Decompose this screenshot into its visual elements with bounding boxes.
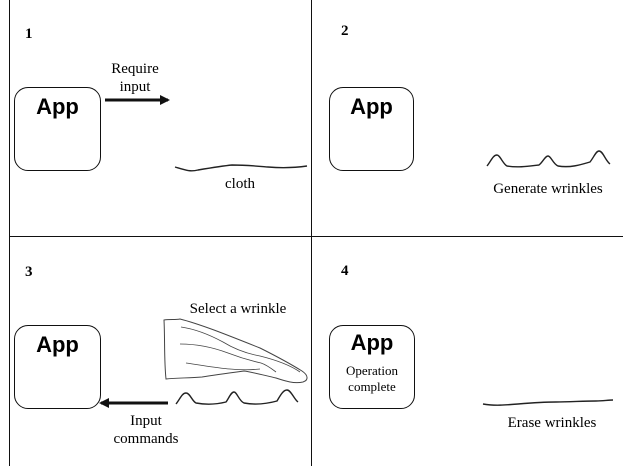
operation-complete-label: Operation complete	[330, 363, 414, 396]
app-label: App	[36, 94, 79, 119]
cloth-label: cloth	[225, 176, 255, 192]
panel-1: 1 App Require input cloth	[0, 0, 311, 233]
operation-complete-line-2: complete	[348, 379, 396, 395]
require-input-line-1: Require	[111, 61, 159, 77]
app-box: App Operation complete	[329, 325, 415, 409]
app-box: App	[329, 87, 414, 171]
generate-wrinkles-label: Generate wrinkles	[493, 181, 603, 197]
app-label: App	[36, 332, 79, 357]
erase-wrinkles-label: Erase wrinkles	[507, 415, 597, 431]
horizontal-divider	[10, 236, 623, 237]
app-label: App	[350, 330, 394, 355]
step-number: 4	[341, 263, 349, 279]
panel-2: 2 App Generate wrinkles	[312, 0, 623, 233]
app-box: App	[14, 325, 101, 409]
panel-4: 4 App Operation complete Erase wrinkles	[312, 234, 623, 467]
app-box: App	[14, 87, 101, 171]
vertical-divider	[311, 0, 312, 466]
panel-3: 3 App Select a wrinkle Input commands	[0, 234, 311, 467]
select-wrinkle-label: Select a wrinkle	[189, 301, 287, 317]
input-commands-label: Input commands	[108, 412, 184, 448]
require-input-line-2: input	[119, 79, 151, 95]
input-commands-line-2: commands	[113, 431, 179, 447]
step-number: 2	[341, 23, 349, 39]
input-commands-line-1: Input	[130, 413, 162, 429]
step-number: 3	[25, 264, 33, 280]
app-label: App	[350, 94, 393, 119]
step-number: 1	[25, 26, 33, 42]
require-input-label: Require input	[103, 60, 167, 96]
left-border	[9, 0, 10, 466]
operation-complete-line-1: Operation	[346, 363, 398, 378]
